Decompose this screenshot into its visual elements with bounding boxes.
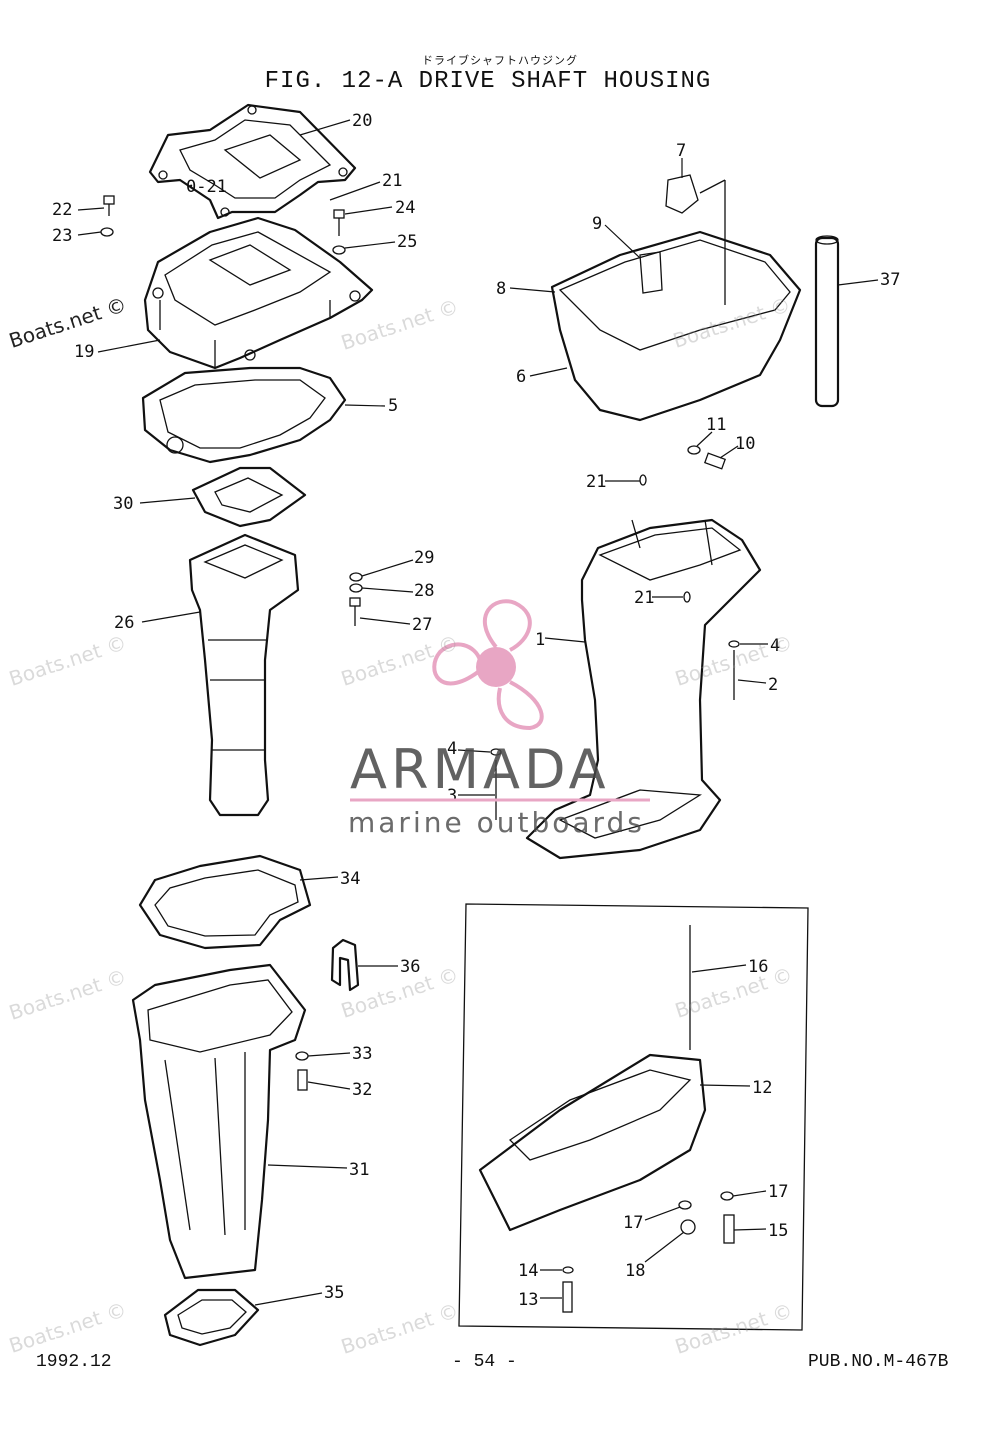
callout-6: 6 [516, 367, 526, 387]
part-37-water-pipe [814, 235, 840, 408]
callout-4-b: 4 [447, 739, 457, 759]
callout-labels: 20 0-21 21 24 22 23 25 19 5 30 29 28 26 … [52, 111, 900, 1310]
inset-frame [458, 903, 809, 1331]
part-34-gasket [138, 854, 312, 950]
callout-15: 15 [768, 1221, 788, 1241]
part-8-bottom-cowl [550, 174, 802, 422]
callout-33: 33 [352, 1044, 372, 1064]
footer-page-number: - 54 - [452, 1352, 517, 1372]
callout-18: 18 [625, 1261, 645, 1281]
callout-19: 19 [74, 342, 94, 362]
part-30-plate [191, 466, 307, 528]
callout-28: 28 [414, 581, 434, 601]
callout-1: 1 [535, 630, 545, 650]
callout-13: 13 [518, 1290, 538, 1310]
callout-11: 11 [706, 415, 726, 435]
callout-5: 5 [388, 396, 398, 416]
armada-wordmark: ARMADA [350, 738, 610, 801]
callout-8: 8 [496, 279, 506, 299]
callout-36: 36 [400, 957, 420, 977]
callout-16: 16 [748, 957, 768, 977]
callout-34: 34 [340, 869, 360, 889]
callout-3: 3 [447, 786, 457, 806]
callout-22: 22 [52, 200, 72, 220]
part-20-gasket [148, 103, 357, 220]
callout-4-a: 4 [770, 636, 780, 656]
callout-21: 21 [382, 171, 402, 191]
part-12-anti-cavitation-plate [478, 925, 735, 1313]
callout-14: 14 [518, 1261, 538, 1281]
callout-26: 26 [114, 613, 134, 633]
part-26-exhaust-pipe [188, 533, 300, 817]
callout-0-21: 0-21 [186, 177, 227, 197]
callout-10: 10 [735, 434, 755, 454]
callout-9: 9 [592, 214, 602, 234]
part-35-gasket [163, 1288, 260, 1347]
armada-tagline: marine outboards [348, 806, 645, 839]
callout-25: 25 [397, 232, 417, 252]
figure-title: FIG. 12-A DRIVE SHAFT HOUSING [264, 68, 712, 95]
callout-31: 31 [349, 1160, 369, 1180]
callout-20: 20 [352, 111, 372, 131]
callout-12: 12 [752, 1078, 772, 1098]
callout-7: 7 [676, 141, 686, 161]
callout-2: 2 [768, 675, 778, 695]
subtitle-japanese: ドライブシャフトハウジング [422, 54, 578, 67]
footer-date: 1992.12 [36, 1352, 112, 1372]
callout-21-b: 21 [586, 472, 606, 492]
part-19-upper-adapter [143, 216, 374, 370]
callout-37: 37 [880, 270, 900, 290]
callout-17-a: 17 [768, 1182, 788, 1202]
callout-17-b: 17 [623, 1213, 643, 1233]
part-1-drive-shaft-housing [490, 518, 762, 860]
part-5-gasket [141, 366, 347, 464]
armada-propeller-logo [432, 599, 544, 731]
callout-32: 32 [352, 1080, 372, 1100]
leader-lines [77, 119, 879, 1306]
callout-30: 30 [113, 494, 133, 514]
callout-24: 24 [395, 198, 415, 218]
part-31-lower-cover [131, 963, 309, 1280]
small-hardware-left [100, 195, 363, 626]
callout-21-c: 21 [634, 588, 654, 608]
footer-publication-number: PUB.NO.M-467B [808, 1352, 949, 1372]
part-36-clip [330, 938, 360, 992]
small-hardware-right [639, 445, 727, 603]
callout-23: 23 [52, 226, 72, 246]
callout-29: 29 [414, 548, 434, 568]
callout-27: 27 [412, 615, 432, 635]
callout-35: 35 [324, 1283, 344, 1303]
